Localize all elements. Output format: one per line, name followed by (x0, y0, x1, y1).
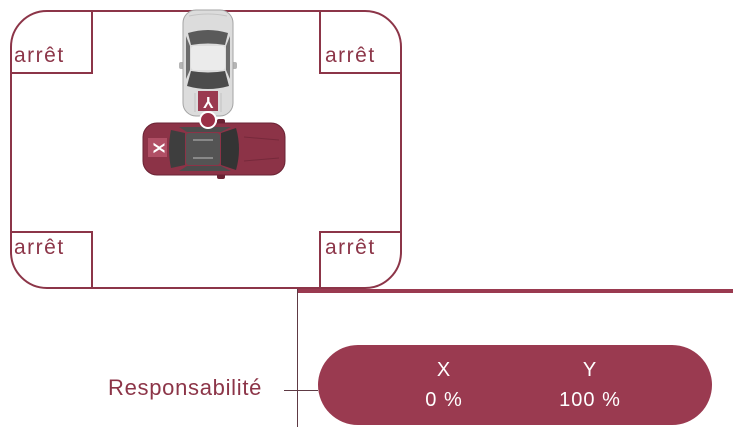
section-divider (297, 289, 733, 293)
responsibility-label: Responsabilité (108, 375, 263, 400)
vertical-guide-line (297, 289, 298, 427)
stop-label-bottom-left: arrêt (14, 236, 65, 259)
vehicle-y-hood-lines (194, 93, 222, 112)
vehicle-y-label: Y (202, 93, 214, 110)
responsibility-connector-line (284, 390, 318, 391)
responsibility-party-y: Y 100 % (530, 355, 650, 415)
party-share: 0 % (425, 389, 463, 411)
responsibility-pill: X 0 % Y 100 % (318, 345, 712, 425)
stop-zone-bottom-left-border (11, 231, 93, 288)
stop-zone-top-right-border (319, 11, 401, 74)
vehicle-y-rear-window (188, 30, 228, 45)
stop-label-bottom-right: arrêt (325, 236, 376, 259)
vehicle-y-car-icon (179, 9, 237, 117)
stop-zone-top-left-border (11, 11, 93, 74)
vehicle-y-windshield (187, 71, 229, 89)
collision-dot-icon (199, 111, 217, 129)
stop-zone-bottom-right-border (319, 231, 401, 288)
vehicle-x-car-icon (142, 119, 286, 179)
vehicle-y-badge: Y (198, 91, 218, 111)
party-name: Y (582, 359, 598, 381)
vehicle-x-windshield (221, 128, 239, 170)
vehicle-y-roof (191, 46, 225, 70)
stop-label-top-left: arrêt (14, 44, 65, 67)
vehicle-x-roof-reflection (193, 139, 213, 159)
vehicle-y-rear-bumper (188, 13, 228, 17)
vehicle-x-rear-window (169, 130, 185, 168)
vehicle-x-label: X (149, 142, 167, 153)
vehicle-x-badge: X (148, 138, 167, 157)
responsibility-party-x: X 0 % (384, 355, 504, 415)
vehicle-x-hood-lines (243, 136, 280, 162)
vehicle-x-roof (186, 133, 220, 165)
stop-label-top-right: arrêt (325, 44, 376, 67)
party-share: 100 % (559, 389, 621, 411)
party-name: X (436, 359, 452, 381)
